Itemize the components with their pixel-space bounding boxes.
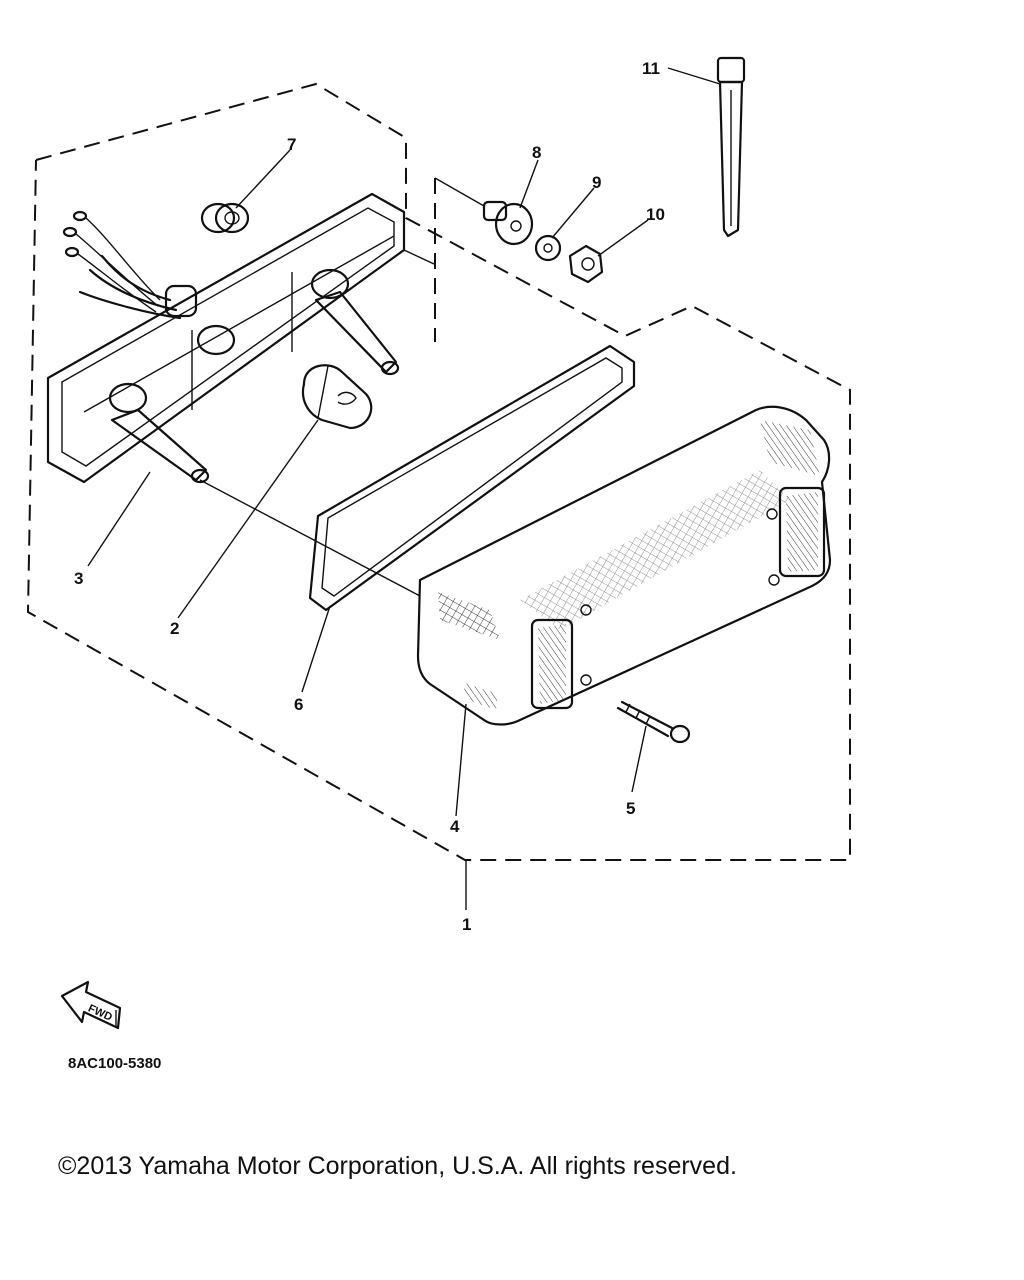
fastener-parts xyxy=(482,200,604,284)
gasket-part xyxy=(308,344,636,612)
callout-10: 10 xyxy=(646,205,665,224)
bulb-part xyxy=(301,364,373,430)
screw-part xyxy=(616,700,691,744)
callout-5: 5 xyxy=(626,799,635,818)
callout-3: 3 xyxy=(74,569,83,588)
copyright-notice: ©2013 Yamaha Motor Corporation, U.S.A. A… xyxy=(58,1152,737,1180)
callout-9: 9 xyxy=(592,173,601,192)
callout-2: 2 xyxy=(170,619,179,638)
callout-4: 4 xyxy=(450,817,460,836)
callout-8: 8 xyxy=(532,143,541,162)
lens-part xyxy=(416,405,832,726)
callout-7: 7 xyxy=(287,135,296,154)
callout-labels: 1 2 3 4 5 6 7 8 9 10 11 xyxy=(74,59,665,934)
cable-tie-part xyxy=(716,56,746,238)
lamp-base-housing xyxy=(46,192,406,484)
callout-11: 11 xyxy=(642,59,660,78)
forward-arrow-icon: FWD xyxy=(60,980,122,1030)
callout-1: 1 xyxy=(462,915,471,934)
diagram-code: 8AC100-5380 xyxy=(68,1055,161,1072)
leader-lines xyxy=(87,67,721,910)
grommet-part xyxy=(200,202,250,234)
callout-6: 6 xyxy=(294,695,303,714)
assembly-boundary xyxy=(26,82,851,861)
